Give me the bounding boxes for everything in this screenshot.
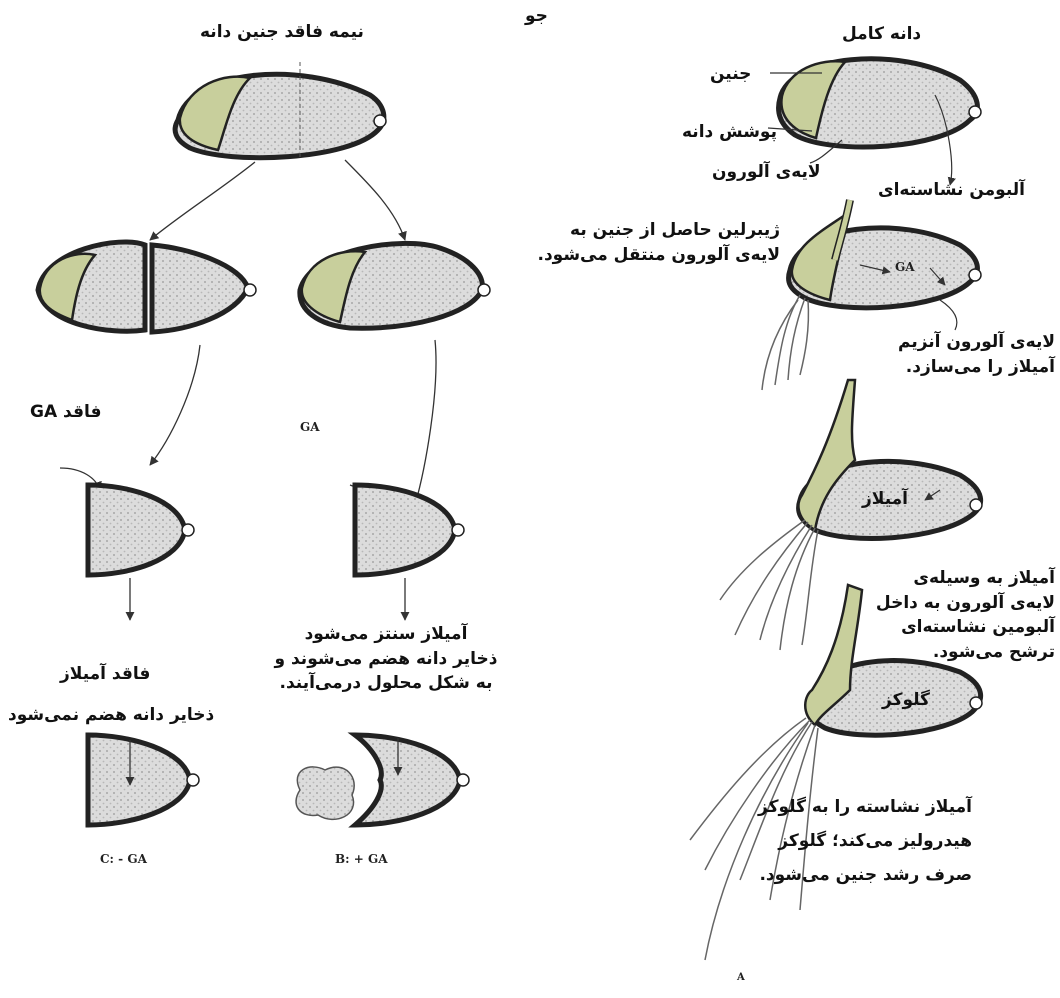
left-middle-seed-a [38,242,256,332]
label-seed-coat: پوشش دانه [682,120,777,145]
label-ga-inside: GA [895,260,915,274]
label-starchy-albumen: آلبومن نشاسته‌ای [878,178,1025,203]
caption-b: B: + GA [335,852,388,866]
label-no-amylase: فاقد آمیلاز [60,662,150,687]
label-not-digested: ذخایر دانه هضم نمی‌شود [8,703,214,728]
label-embryo: جنین [710,62,751,87]
left-bottom-seed-b [296,735,469,825]
arrow-top-right [345,160,405,240]
label-amylase-inside: آمیلاز [862,487,908,512]
label-hydrolysis: آمیلاز نشاسته را به گلوکز هیدرولیز می‌کن… [742,790,972,892]
caption-c: C: - GA [100,852,147,866]
label-aleurone-enzyme: لایه‌ی آلورون آنزیم آمیلاز را می‌سازد. [845,330,1055,379]
arrow-mid-right [415,340,436,505]
label-half-seed-no-embryo: نیمه فاقد جنین دانه [200,20,364,45]
label-ga-plus: GA [300,420,320,434]
right-whole-seed [779,59,981,147]
label-glucose-inside: گلوکز [882,688,930,713]
left-top-seed [175,62,386,160]
label-aleurone: لایه‌ی آلورون [712,160,821,185]
label-gibberellin: ژیبرلین حاصل از جنین به لایه‌ی آلورون من… [515,218,780,267]
arrow-top-left [150,162,255,240]
left-half-seed-c [88,485,194,575]
left-half-seed-b [355,485,464,575]
label-amylase-secreted: آمیلاز به وسیله‌ی لایه‌ی آلورون به داخل … [830,566,1055,665]
arrow-mid-left [150,345,200,465]
left-middle-seed-b [300,243,490,328]
label-ga-minus: فاقد GA [30,400,102,425]
caption-a: A [737,972,745,983]
label-amylase-synth: آمیلاز سنتز می‌شود ذخایر دانه هضم می‌شون… [255,622,517,696]
label-whole-seed: دانه کامل [842,22,921,47]
left-bottom-seed-c [88,735,199,825]
diagram-title: جو [525,4,548,29]
